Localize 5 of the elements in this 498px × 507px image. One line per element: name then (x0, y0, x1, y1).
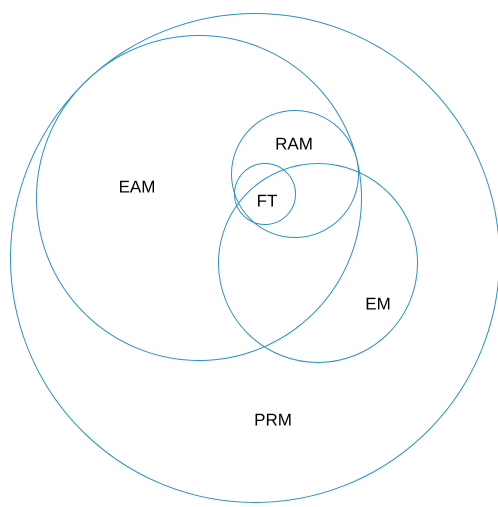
circle-label: EAM (118, 178, 156, 196)
circle-label: EM (365, 296, 391, 312)
circle-label: RAM (275, 136, 313, 152)
circle-label: FT (256, 192, 278, 210)
circle-label: PRM (254, 412, 292, 428)
